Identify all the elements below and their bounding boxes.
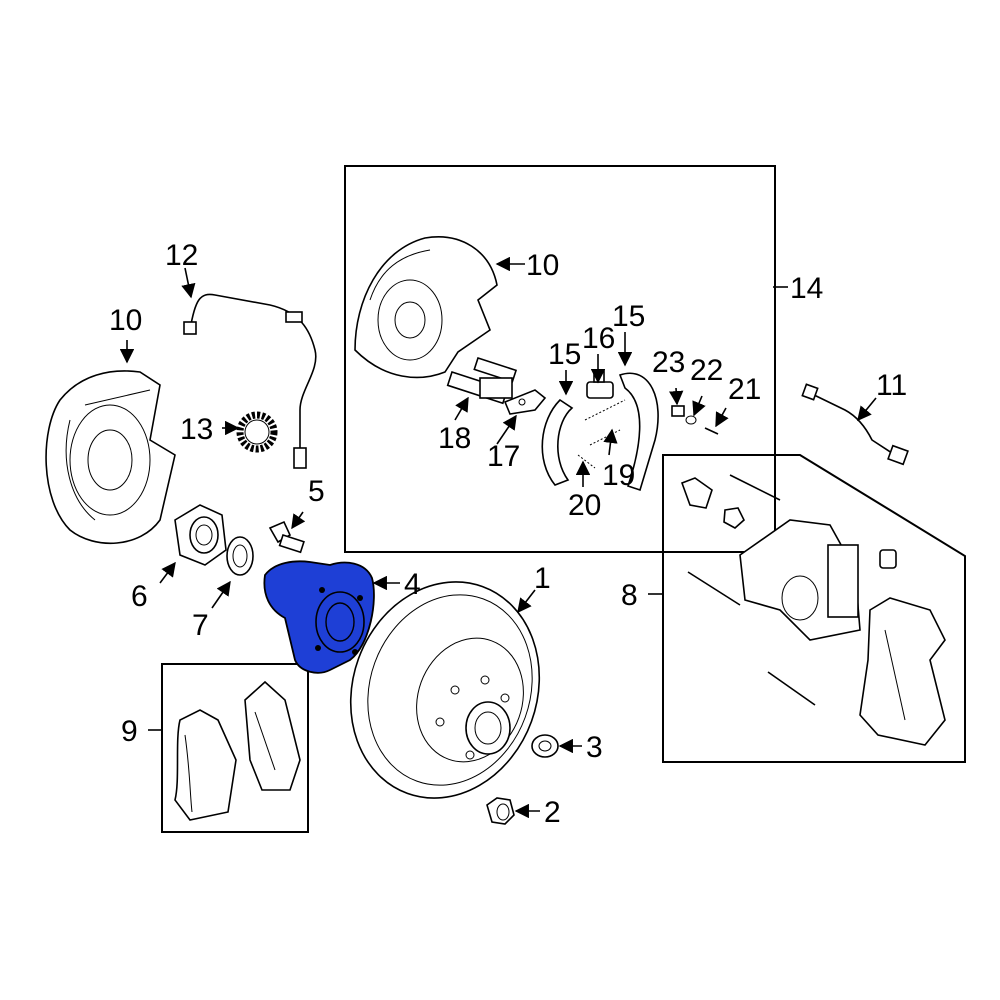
adjuster-plate[interactable] [503, 389, 547, 415]
callout-16: 16 [582, 322, 615, 355]
wheel-hub-highlighted[interactable] [263, 560, 375, 674]
guide-bolts[interactable] [687, 474, 816, 706]
callout-1: 1 [534, 562, 551, 595]
grease-cap[interactable] [486, 797, 515, 825]
return-spring[interactable] [584, 399, 626, 446]
callout-5: 5 [308, 475, 325, 508]
callout-4: 4 [404, 568, 421, 601]
callout-20: 20 [568, 489, 601, 522]
callout-12: 12 [165, 239, 198, 272]
parking-brake-lever[interactable] [446, 356, 518, 405]
hold-down-spring[interactable] [577, 454, 596, 469]
backing-plate-box[interactable] [354, 236, 498, 379]
small-pin[interactable] [704, 427, 719, 435]
callout-15-right: 15 [612, 300, 645, 333]
seal-ring[interactable] [226, 536, 254, 576]
small-spring[interactable] [671, 405, 685, 417]
callout-23: 23 [652, 346, 685, 379]
callout-17: 17 [487, 440, 520, 473]
leader-lines [119, 256, 877, 819]
hub-bolt[interactable] [268, 520, 305, 554]
brake-hose[interactable] [801, 383, 909, 466]
brake-disc[interactable] [321, 555, 569, 825]
caliper-group-box [662, 454, 966, 763]
backing-plate-left[interactable] [45, 370, 176, 545]
brake-shoe-right[interactable] [618, 372, 659, 492]
brake-shoe-left[interactable] [541, 398, 574, 486]
callout-11: 11 [876, 369, 907, 402]
bleeder-fittings[interactable] [680, 477, 897, 569]
callout-7: 7 [192, 609, 209, 642]
callout-18: 18 [438, 422, 471, 455]
brake-pads[interactable] [174, 680, 301, 821]
callout-22: 22 [690, 354, 723, 387]
brake-caliper[interactable] [739, 519, 861, 641]
callout-6: 6 [131, 580, 148, 613]
callout-13: 13 [180, 413, 213, 446]
callout-9: 9 [121, 715, 138, 748]
callout-14: 14 [790, 272, 823, 305]
callout-10-left: 10 [109, 304, 142, 337]
callout-2: 2 [544, 796, 561, 829]
abs-sensor-harness[interactable] [183, 293, 317, 469]
callout-3: 3 [586, 731, 603, 764]
abs-tone-ring[interactable] [236, 411, 278, 453]
callout-19: 19 [602, 459, 635, 492]
callout-10-box: 10 [526, 249, 559, 282]
wheel-bearing[interactable] [174, 504, 227, 566]
shoe-kit-group-box [344, 165, 776, 553]
small-clip[interactable] [685, 415, 697, 425]
callout-15-left: 15 [548, 338, 581, 371]
callout-8: 8 [621, 579, 638, 612]
callout-21: 21 [728, 373, 761, 406]
wheel-cylinder[interactable] [586, 369, 614, 399]
caliper-bracket[interactable] [859, 597, 946, 746]
pad-set-group-box [161, 663, 309, 833]
hub-nut[interactable] [531, 734, 559, 758]
